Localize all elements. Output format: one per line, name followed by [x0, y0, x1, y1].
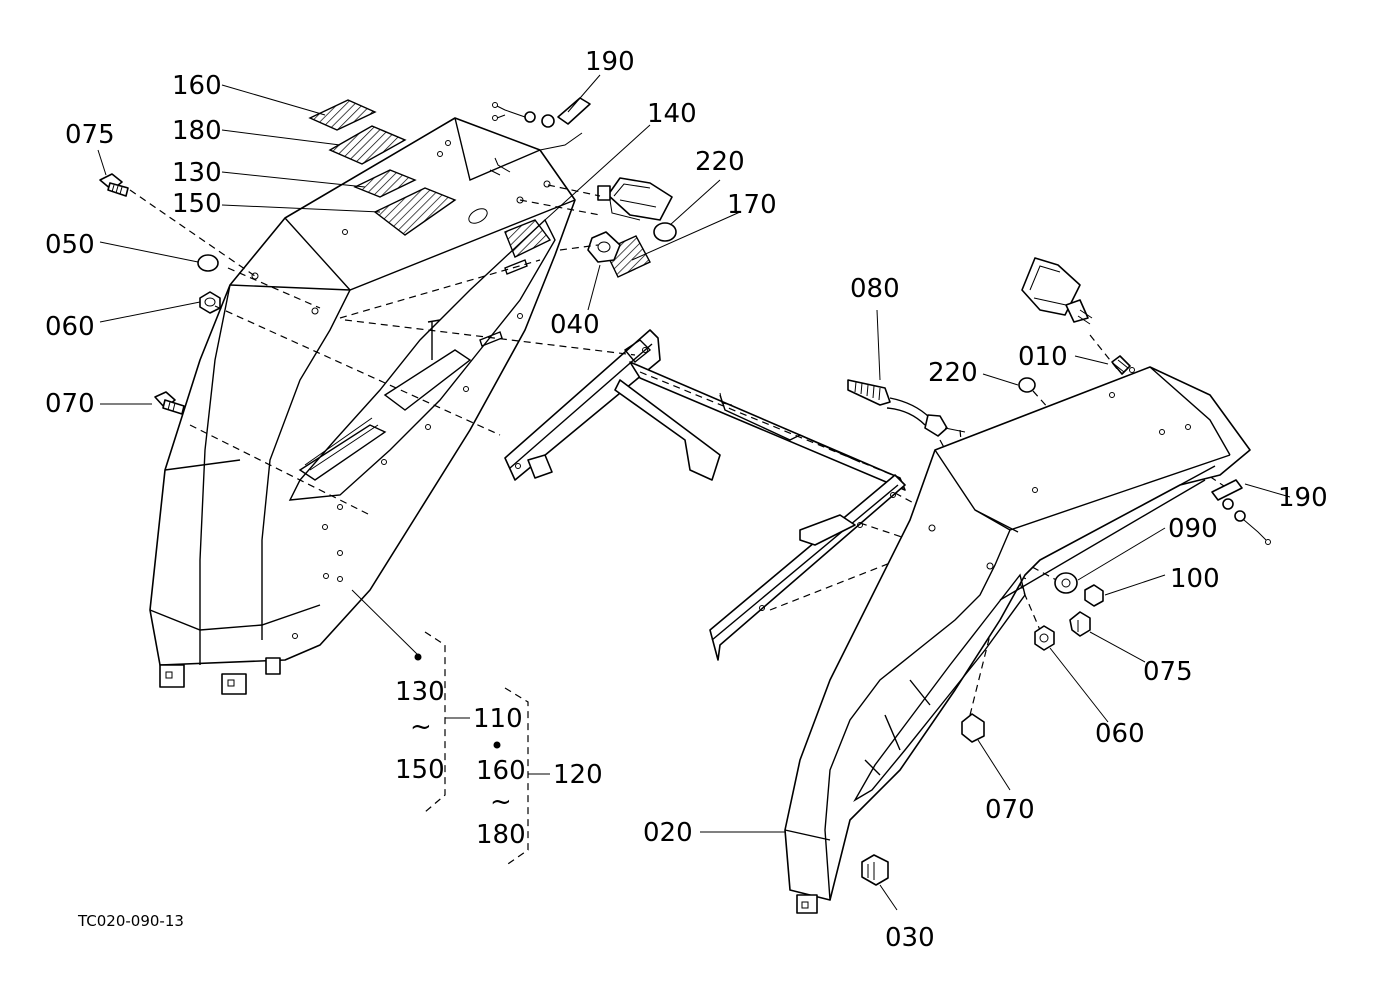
label-070-left: 070	[45, 389, 95, 419]
left-fender	[149, 117, 583, 695]
label-075-right: 075	[1143, 657, 1193, 687]
label-180-decal: 180	[172, 116, 222, 146]
grommet-220-right	[1018, 377, 1036, 393]
group-label-130: 130	[395, 677, 445, 707]
bolt-070-left	[154, 391, 185, 415]
connector-190-right	[1211, 479, 1271, 545]
harness-080	[847, 379, 966, 437]
decal-160	[308, 99, 377, 131]
label-060-right: 060	[1095, 719, 1145, 749]
bolt-075-right	[1069, 611, 1091, 637]
label-190-right: 190	[1278, 483, 1328, 513]
label-130-decal: 130	[172, 158, 222, 188]
label-060-left: 060	[45, 312, 95, 342]
label-090: 090	[1168, 514, 1218, 544]
assembly-dot-110	[414, 653, 422, 661]
decal-140	[504, 219, 552, 258]
grommet-220-left	[653, 222, 677, 242]
label-220-right: 220	[928, 358, 978, 388]
leader-lines	[97, 74, 1291, 911]
group-label-160: 160	[476, 756, 526, 786]
group-label-110: 110	[473, 704, 523, 734]
work-lamp-left	[597, 177, 673, 221]
bolt-030	[861, 854, 889, 886]
label-190-left: 190	[585, 47, 635, 77]
label-010: 010	[1018, 342, 1068, 372]
drawing-code: TC020-090-13	[77, 912, 184, 930]
decal-180	[328, 125, 407, 165]
label-140: 140	[647, 99, 697, 129]
bolt-070-right	[961, 713, 985, 743]
decal-150	[373, 187, 457, 236]
grommet-040	[587, 231, 621, 263]
group-label-180: 180	[476, 820, 526, 850]
label-030: 030	[885, 923, 935, 953]
support-frame	[504, 329, 906, 661]
bolt-075-left	[99, 173, 129, 197]
group-label-120: 120	[553, 760, 603, 790]
bracket-120	[504, 687, 550, 867]
group-label-150: 150	[395, 755, 445, 785]
connector-190-left	[492, 97, 591, 128]
right-fender-020	[784, 366, 1251, 914]
work-lamp-right	[1021, 257, 1093, 325]
nut-060-left	[199, 291, 221, 314]
nut-060-right	[1034, 625, 1055, 651]
label-170: 170	[727, 190, 777, 220]
decal-130	[353, 169, 417, 198]
label-070-right: 070	[985, 795, 1035, 825]
washer-090	[1054, 572, 1078, 594]
bracket-110	[424, 631, 470, 813]
label-075-left: 075	[65, 120, 115, 150]
cap-050	[197, 254, 219, 272]
label-020: 020	[643, 818, 693, 848]
label-220-left: 220	[695, 147, 745, 177]
assembly-dot-120	[493, 741, 501, 749]
callout-labels: 160 180 130 150 190 140 220 170 075 050 …	[45, 47, 1328, 953]
label-040: 040	[550, 310, 600, 340]
group-tilde-1: ~	[410, 712, 432, 742]
group-tilde-2: ~	[490, 787, 512, 817]
label-050: 050	[45, 230, 95, 260]
connector-010	[1111, 355, 1131, 375]
label-160-decal: 160	[172, 71, 222, 101]
label-080: 080	[850, 274, 900, 304]
nut-100	[1084, 584, 1104, 607]
label-150-decal: 150	[172, 189, 222, 219]
label-100: 100	[1170, 564, 1220, 594]
